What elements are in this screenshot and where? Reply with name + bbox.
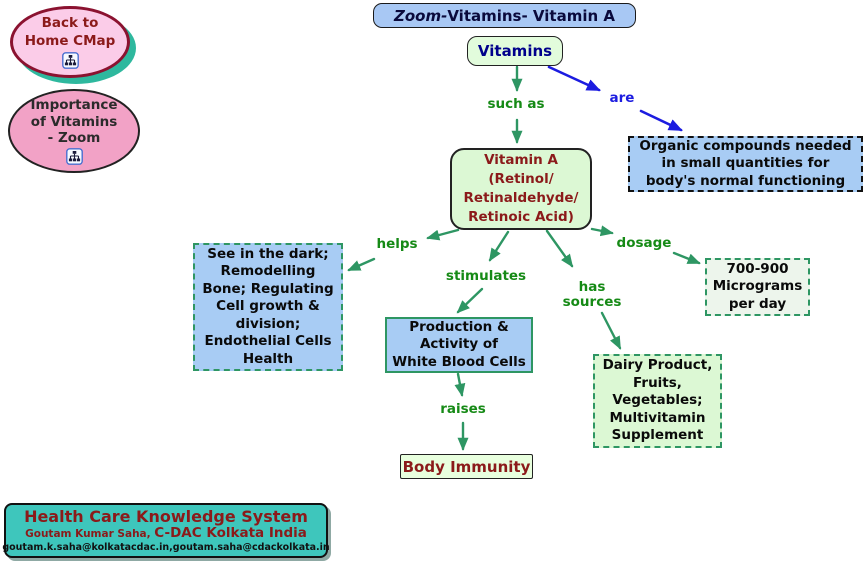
link-label-stimulates: stimulates (445, 268, 527, 284)
cmap-resource-icon[interactable] (61, 51, 79, 69)
footer-emails: goutam.k.saha@kolkatacdac.in,goutam.saha… (2, 542, 330, 554)
footer-title: Health Care Knowledge System (24, 506, 308, 526)
node-body-immunity[interactable]: Body Immunity (400, 454, 533, 479)
node-organic-compounds[interactable]: Organic compounds needed in small quanti… (628, 136, 863, 192)
link-label-raises: raises (440, 401, 486, 417)
blue-arrows (547, 65, 683, 132)
link-label-are: are (609, 90, 635, 106)
node-see-in-dark[interactable]: See in the dark; Remodelling Bone; Regul… (193, 243, 343, 371)
node-see-in-dark-label: See in the dark; Remodelling Bone; Regul… (202, 245, 334, 367)
map-title: Zoom- Vitamins- Vitamin A (373, 3, 636, 28)
node-white-blood-cells-label: Production & Activity of White Blood Cel… (392, 318, 526, 370)
green-arrows (347, 65, 701, 451)
footer-author: Goutam Kumar Saha, C-DAC Kolkata India (25, 525, 307, 542)
map-title-rest: Vitamins- Vitamin A (447, 6, 615, 25)
footer-credits: Health Care Knowledge System Goutam Kuma… (2, 503, 330, 558)
node-sources-label: Dairy Product, Fruits, Vegetables; Multi… (602, 357, 713, 444)
cmap-resource-icon[interactable] (65, 148, 83, 166)
link-label-helps: helps (376, 236, 418, 252)
importance-of-vitamins-node[interactable]: Importance of Vitamins - Zoom (8, 89, 140, 173)
link-label-has-sources: has sources (562, 279, 622, 310)
footer-author-name: Goutam Kumar Saha, (25, 528, 151, 541)
back-to-home-node[interactable]: Back to Home CMap (10, 6, 130, 78)
node-body-immunity-label: Body Immunity (402, 457, 531, 476)
node-dosage-amount-label: 700-900 Micrograms per day (712, 260, 803, 312)
importance-label: Importance of Vitamins - Zoom (30, 96, 118, 147)
node-vitamin-a[interactable]: Vitamin A (Retinol/ Retinaldehyde/ Retin… (450, 148, 592, 230)
map-title-italic: Zoom- (393, 6, 448, 25)
node-sources[interactable]: Dairy Product, Fruits, Vegetables; Multi… (593, 354, 722, 448)
node-white-blood-cells[interactable]: Production & Activity of White Blood Cel… (385, 317, 533, 373)
link-label-such-as: such as (487, 96, 545, 112)
node-vitamins[interactable]: Vitamins (467, 36, 563, 66)
node-vitamins-label: Vitamins (477, 42, 553, 60)
back-to-home-label: Back to Home CMap (24, 15, 116, 49)
footer-org: C-DAC Kolkata India (154, 525, 307, 542)
link-label-dosage: dosage (616, 235, 672, 251)
node-dosage-amount[interactable]: 700-900 Micrograms per day (705, 258, 810, 316)
node-organic-label: Organic compounds needed in small quanti… (639, 137, 852, 189)
node-vitamin-a-label: Vitamin A (Retinol/ Retinaldehyde/ Retin… (463, 152, 579, 225)
